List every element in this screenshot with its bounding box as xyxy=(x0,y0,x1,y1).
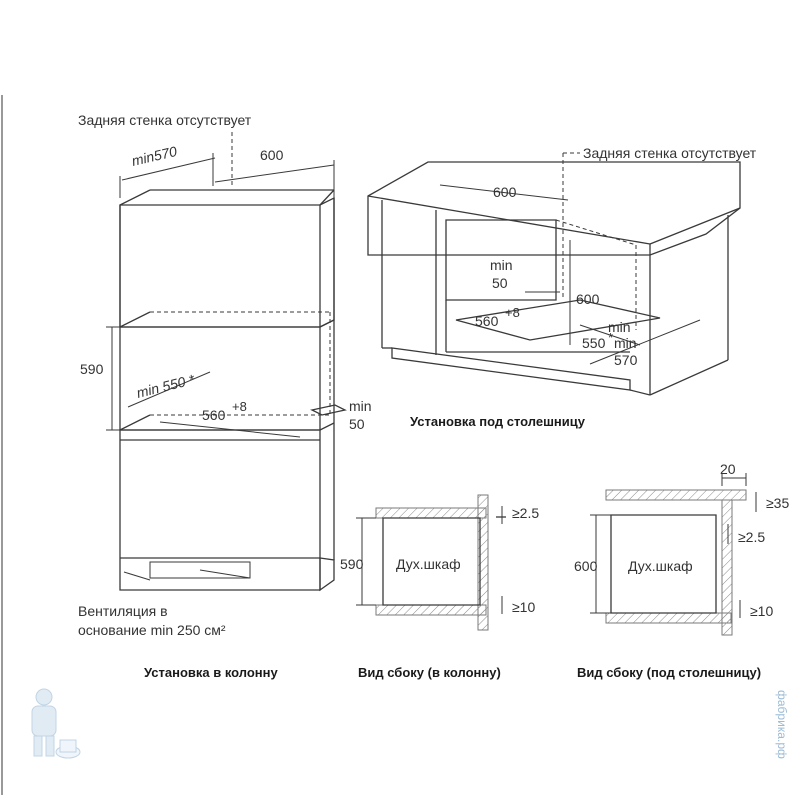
column-dim-600: 600 xyxy=(260,147,284,163)
column-dim-50: 50 xyxy=(349,416,365,432)
plumber-mascot-icon xyxy=(31,688,81,759)
column-installation-drawing: Задняя стенка отсутствует min570 600 59 xyxy=(78,112,372,680)
counter-dim-min2: min xyxy=(608,319,631,335)
side-counter-gap-top: ≥2.5 xyxy=(738,529,765,545)
counter-dim-600-top: 600 xyxy=(493,184,517,200)
counter-dim-star: * xyxy=(608,330,613,345)
side-counter-drawing: 20 600 Дух.шкаф ≥35 ≥2.5 ≥10 Вид сбоку (… xyxy=(574,461,789,680)
side-column-drawing: 590 Дух.шкаф ≥2.5 ≥10 Вид сбоку (в колон… xyxy=(340,494,539,680)
counter-dim-min3: min xyxy=(614,335,637,351)
side-counter-dim-20: 20 xyxy=(720,461,736,477)
column-vent-line1: Вентиляция в xyxy=(78,603,168,619)
side-column-dim-590: 590 xyxy=(340,556,364,572)
column-dim-min570: min570 xyxy=(130,143,179,169)
watermark-text: фабрика.рф xyxy=(775,690,789,759)
side-counter-gap-35: ≥35 xyxy=(766,495,789,511)
counter-rear-wall-note: Задняя стенка отсутствует xyxy=(583,145,757,161)
column-dim-590: 590 xyxy=(80,361,104,377)
side-counter-oven-label: Дух.шкаф xyxy=(628,558,693,574)
counter-dim-50: 50 xyxy=(492,275,508,291)
column-dim-min: min xyxy=(349,398,372,414)
counter-dim-600-height: 600 xyxy=(576,291,600,307)
column-dim-560-sup: +8 xyxy=(232,399,247,414)
column-rear-wall-note: Задняя стенка отсутствует xyxy=(78,112,252,128)
column-dim-560: 560 xyxy=(202,407,226,423)
counter-dim-570: 570 xyxy=(614,352,638,368)
side-counter-gap-bottom: ≥10 xyxy=(750,603,773,619)
counter-installation-drawing: Задняя стенка отсутствует 600 min 50 xyxy=(367,145,757,429)
counter-caption: Установка под столешницу xyxy=(410,414,586,429)
side-counter-caption: Вид сбоку (под столешницу) xyxy=(577,665,761,680)
column-caption: Установка в колонну xyxy=(144,665,279,680)
counter-dim-550: 550 xyxy=(582,335,606,351)
counter-dim-min: min xyxy=(490,257,513,273)
side-counter-dim-600: 600 xyxy=(574,558,598,574)
column-vent-line2: основание min 250 см² xyxy=(78,622,226,638)
side-column-caption: Вид сбоку (в колонну) xyxy=(358,665,501,680)
side-column-gap-top: ≥2.5 xyxy=(512,505,539,521)
counter-dim-560: 560 xyxy=(475,313,499,329)
side-column-oven-label: Дух.шкаф xyxy=(396,556,461,572)
column-dim-min550: min 550 * xyxy=(135,371,197,401)
counter-dim-560-sup: +8 xyxy=(505,305,520,320)
side-column-gap-bottom: ≥10 xyxy=(512,599,535,615)
